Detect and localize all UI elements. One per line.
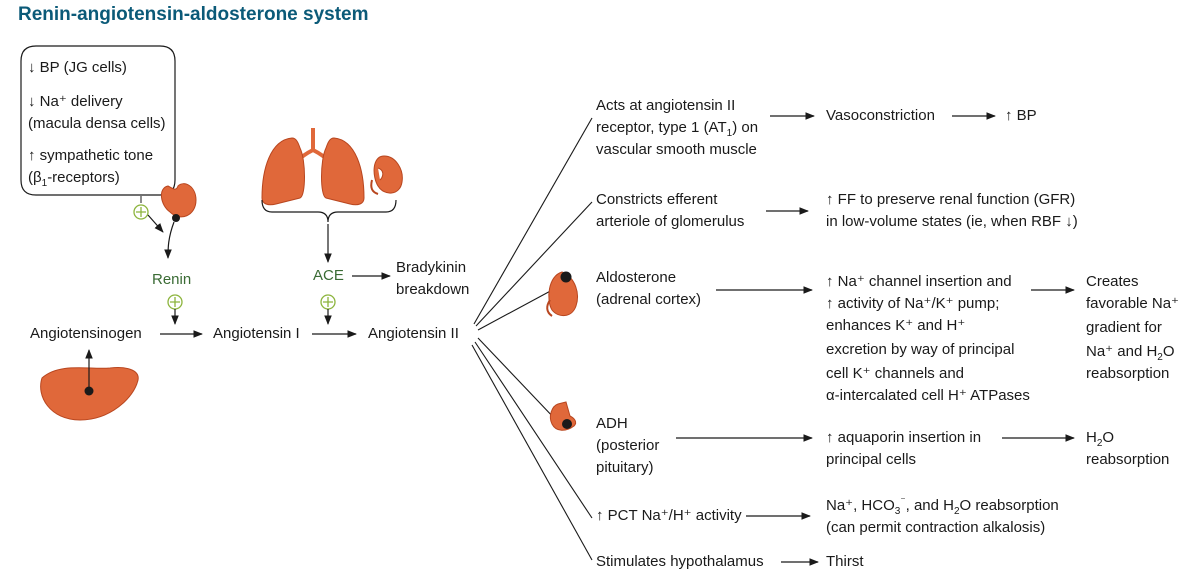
ace-label: ACE xyxy=(313,267,344,284)
adh-line1: ADH xyxy=(596,415,628,432)
aldo-outcome-line1: Creates xyxy=(1086,273,1139,290)
aldo-result-line1: ↑ Na⁺ channel insertion and xyxy=(826,273,1012,290)
water-line1: H2O xyxy=(1086,429,1115,449)
adh-line3: pituitary) xyxy=(596,459,654,476)
bradykinin-line1: Bradykinin xyxy=(396,259,467,276)
adrenal-kidney-icon xyxy=(546,271,578,317)
aldo-outcome-line5: reabsorption xyxy=(1086,365,1170,382)
ff-line2: in low-volume states (ie, when RBF ↓) xyxy=(826,213,1078,230)
aldo-result-line2: ↑ activity of Na⁺/K⁺ pump; xyxy=(826,295,1000,312)
aldo-outcome-line3: gradient for xyxy=(1086,319,1162,336)
angiotensinogen-label: Angiotensinogen xyxy=(30,325,142,342)
water-line2: reabsorption xyxy=(1086,451,1170,468)
trigger-na-line1: ↓ Na⁺ delivery xyxy=(28,93,123,110)
trigger-box xyxy=(20,45,176,196)
organ-brace xyxy=(261,199,397,223)
lungs-icon xyxy=(261,128,365,206)
kidney-icon xyxy=(370,155,403,195)
bradykinin-line2: breakdown xyxy=(396,281,470,298)
trigger-sympathetic-line1: ↑ sympathetic tone xyxy=(28,147,154,164)
vasoconstriction-label: Vasoconstriction xyxy=(826,107,935,124)
adh-line2: (posterior xyxy=(596,437,660,454)
aldo-result-line6: α-intercalated cell H⁺ ATPases xyxy=(826,387,1030,404)
angiotensin-1-label: Angiotensin I xyxy=(213,325,300,342)
kidney-icon xyxy=(161,183,197,222)
page-title: Renin-angiotensin-aldosterone system xyxy=(18,4,369,25)
pct-label: ↑ PCT Na⁺/H⁺ activity xyxy=(596,507,742,524)
renin-label: Renin xyxy=(152,271,192,288)
aldo-result-line4: excretion by way of principal xyxy=(826,341,1015,358)
pct-result-line2: (can permit contraction alkalosis) xyxy=(826,519,1046,536)
bp-increase-label: ↑ BP xyxy=(1005,107,1037,124)
at1-line2: receptor, type 1 (AT1) on xyxy=(596,119,759,139)
efferent-line1: Constricts efferent xyxy=(596,191,718,208)
plus-icon xyxy=(133,204,149,220)
angiotensin-2-label: Angiotensin II xyxy=(368,325,459,342)
kidney-to-renin-arrow xyxy=(164,221,175,259)
trigger-na-line2: (macula densa cells) xyxy=(28,115,166,132)
fan-lines xyxy=(471,117,593,561)
aldo-outcome-line4: Na⁺ and H2O xyxy=(1086,343,1175,363)
at1-line1: Acts at angiotensin II xyxy=(596,97,736,114)
aldosterone-line1: Aldosterone xyxy=(596,269,677,286)
plus-icon xyxy=(167,294,183,310)
aldosterone-line2: (adrenal cortex) xyxy=(596,291,702,308)
plus-to-kidney-arrow xyxy=(147,214,164,233)
pct-result-line1: Na⁺, HCO3⁻, and H2O reabsorption xyxy=(826,496,1059,517)
hypothalamus-label: Stimulates hypothalamus xyxy=(596,553,764,570)
effect-arrows xyxy=(676,112,1075,566)
plus-icon xyxy=(320,294,336,310)
trigger-bp: ↓ BP (JG cells) xyxy=(28,59,127,76)
aquaporin-line1: ↑ aquaporin insertion in xyxy=(826,429,982,446)
aldo-result-line3: enhances K⁺ and H⁺ xyxy=(826,317,966,334)
thirst-label: Thirst xyxy=(826,553,864,570)
aldo-result-line5: cell K⁺ channels and xyxy=(826,365,965,382)
at1-line3: vascular smooth muscle xyxy=(596,141,757,158)
ff-line1: ↑ FF to preserve renal function (GFR) xyxy=(826,191,1076,208)
trigger-sympathetic-line2: (β1-receptors) xyxy=(28,169,120,189)
pituitary-icon xyxy=(549,401,577,431)
aldo-outcome-line2: favorable Na⁺ xyxy=(1086,295,1179,312)
efferent-line2: arteriole of glomerulus xyxy=(596,213,745,230)
aquaporin-line2: principal cells xyxy=(826,451,917,468)
